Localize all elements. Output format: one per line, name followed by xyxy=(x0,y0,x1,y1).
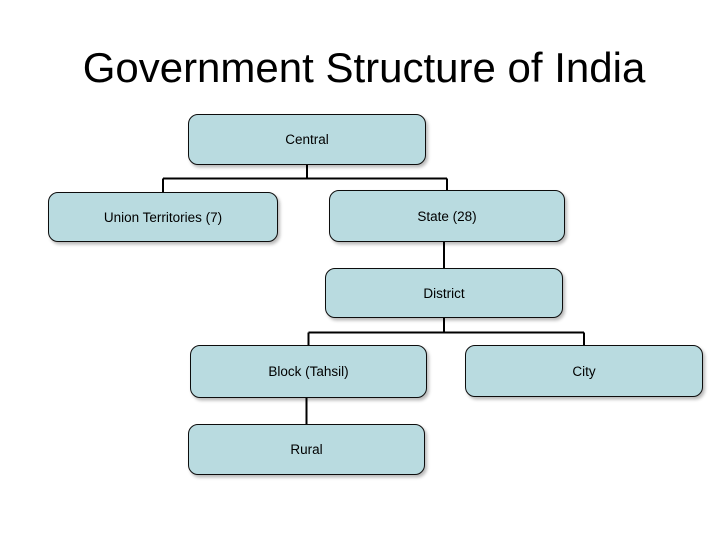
node-label: City xyxy=(572,363,596,379)
node-city: City xyxy=(465,345,703,397)
node-district: District xyxy=(325,268,563,318)
node-label: Union Territories (7) xyxy=(103,209,223,225)
node-label: Central xyxy=(285,132,329,147)
node-rural: Rural xyxy=(188,424,425,475)
node-label: District xyxy=(423,285,465,301)
node-label: State (28) xyxy=(417,208,477,224)
node-union-territories: Union Territories (7) xyxy=(48,192,278,242)
node-label: Rural xyxy=(290,442,323,457)
node-label: Block (Tahsil) xyxy=(268,364,349,379)
node-central: Central xyxy=(188,114,426,165)
node-block: Block (Tahsil) xyxy=(190,345,427,398)
slide-title: Government Structure of India xyxy=(82,44,646,91)
node-state: State (28) xyxy=(329,190,565,242)
